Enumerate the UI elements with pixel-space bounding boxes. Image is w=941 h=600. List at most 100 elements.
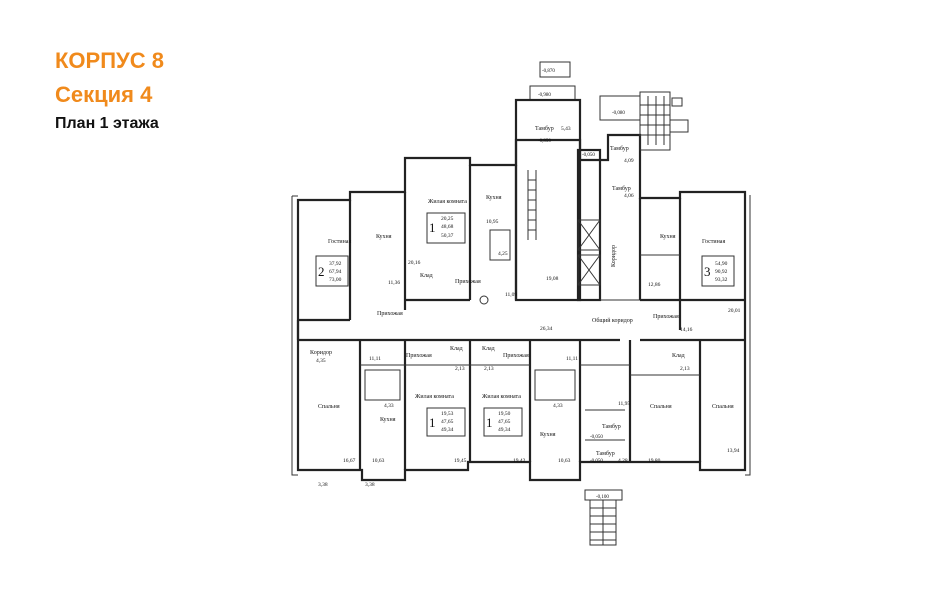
core xyxy=(514,61,689,302)
room-label: Спальня xyxy=(712,404,734,410)
svg-text:-0,980: -0,980 xyxy=(538,93,551,98)
svg-text:19,42: 19,42 xyxy=(513,458,526,464)
svg-text:47,65: 47,65 xyxy=(441,419,454,425)
section-title: Секция 4 xyxy=(55,82,153,107)
svg-text:13,94: 13,94 xyxy=(727,448,740,454)
svg-text:50,37: 50,37 xyxy=(441,233,454,239)
svg-text:37,92: 37,92 xyxy=(329,261,342,267)
svg-text:90,92: 90,92 xyxy=(715,269,728,275)
svg-text:-0,850: -0,850 xyxy=(538,139,551,144)
svg-text:11,09: 11,09 xyxy=(505,292,517,298)
svg-text:-0,080: -0,080 xyxy=(612,111,625,116)
room-label: Коридор xyxy=(310,350,332,356)
svg-text:48,68: 48,68 xyxy=(441,224,454,230)
room-label: Кухня xyxy=(660,234,676,240)
outer-walls xyxy=(291,133,751,482)
svg-text:12,86: 12,86 xyxy=(648,282,661,288)
svg-text:3: 3 xyxy=(704,264,711,279)
svg-text:67,94: 67,94 xyxy=(329,269,342,275)
interior-walls xyxy=(296,165,745,470)
room-label: Жилая комната xyxy=(428,199,467,205)
room-label: Кухня xyxy=(376,234,392,240)
svg-text:47,65: 47,65 xyxy=(498,419,511,425)
svg-text:1: 1 xyxy=(429,220,436,235)
section-marker xyxy=(479,295,489,305)
svg-text:4,06: 4,06 xyxy=(624,193,634,199)
apartment-a1-bottom-left: 1 19,53 47,65 49,34 xyxy=(426,407,466,437)
svg-text:11,11: 11,11 xyxy=(369,356,381,362)
room-label: Коридор xyxy=(611,245,617,267)
apartment-a2: 2 37,92 67,94 73,00 xyxy=(315,255,349,287)
svg-text:-0,050: -0,050 xyxy=(590,459,603,464)
room-label: Жилая комната xyxy=(415,394,454,400)
room-label: Кухня xyxy=(486,195,502,201)
room-label: Тамбур xyxy=(610,145,629,152)
svg-text:4,33: 4,33 xyxy=(553,403,563,409)
apartment-a1-bottom-right: 1 19,50 47,65 49,34 xyxy=(483,407,523,437)
room-label: Спальня xyxy=(650,404,672,410)
room-label: Клад xyxy=(450,346,463,352)
svg-text:11,95: 11,95 xyxy=(618,401,630,407)
svg-text:4,35: 4,35 xyxy=(316,358,326,364)
room-label: Прихожая xyxy=(503,353,529,359)
svg-text:16,67: 16,67 xyxy=(343,458,356,464)
svg-text:49,34: 49,34 xyxy=(498,427,511,433)
svg-text:3,38: 3,38 xyxy=(318,482,328,488)
room-label: Прихожая xyxy=(653,314,679,320)
room-label: Кухня xyxy=(380,417,396,423)
svg-text:2,13: 2,13 xyxy=(455,366,465,372)
svg-text:1: 1 xyxy=(486,415,493,430)
svg-text:20,25: 20,25 xyxy=(441,216,454,222)
svg-text:20,16: 20,16 xyxy=(408,260,421,266)
svg-text:2: 2 xyxy=(318,264,325,279)
svg-text:11,36: 11,36 xyxy=(388,280,400,286)
svg-text:-0,100: -0,100 xyxy=(596,495,609,500)
room-label: Тамбур xyxy=(535,125,554,132)
elevation-marks: -0,870 -0,980 -0,850 -0,050 -0,080 -0,10… xyxy=(538,69,625,500)
svg-text:10,63: 10,63 xyxy=(372,458,385,464)
svg-text:-0,050: -0,050 xyxy=(582,153,595,158)
svg-text:1: 1 xyxy=(429,415,436,430)
svg-text:4,25: 4,25 xyxy=(498,251,508,257)
svg-text:19,80: 19,80 xyxy=(648,458,661,464)
room-label: Жилая комната xyxy=(482,394,521,400)
room-label: Общий коридор xyxy=(592,317,633,324)
svg-text:4,28: 4,28 xyxy=(618,458,628,464)
room-labels: Гостиная Кухня Жилая комната Кухня Прихо… xyxy=(310,125,734,457)
room-label: Тамбур xyxy=(596,450,615,457)
svg-text:2,13: 2,13 xyxy=(484,366,494,372)
svg-text:5,43: 5,43 xyxy=(561,126,571,132)
room-label: Прихожая xyxy=(406,353,432,359)
svg-text:19,53: 19,53 xyxy=(441,411,454,417)
svg-text:4,33: 4,33 xyxy=(384,403,394,409)
svg-text:3,38: 3,38 xyxy=(365,482,375,488)
svg-text:49,34: 49,34 xyxy=(441,427,454,433)
svg-text:73,00: 73,00 xyxy=(329,277,342,283)
svg-text:10,63: 10,63 xyxy=(558,458,571,464)
svg-text:54,90: 54,90 xyxy=(715,261,728,267)
room-label: Прихожая xyxy=(455,279,481,285)
svg-text:19,50: 19,50 xyxy=(498,411,511,417)
svg-text:-0,870: -0,870 xyxy=(542,69,555,74)
svg-text:93,32: 93,32 xyxy=(715,277,728,283)
room-label: Тамбур xyxy=(612,185,631,192)
room-label: Гостиная xyxy=(702,239,725,245)
room-label: Клад xyxy=(672,353,685,359)
svg-text:19,45: 19,45 xyxy=(454,458,467,464)
plan-title: План 1 этажа xyxy=(55,115,159,132)
room-label: Клад xyxy=(420,273,433,279)
room-label: Клад xyxy=(482,346,495,352)
svg-text:2,13: 2,13 xyxy=(680,366,690,372)
svg-text:14,16: 14,16 xyxy=(680,327,693,333)
apartment-a3: 3 54,90 90,92 93,32 xyxy=(701,255,735,287)
room-label: Кухня xyxy=(540,432,556,438)
entrance-stairs xyxy=(584,489,623,546)
room-label: Тамбур xyxy=(602,423,621,430)
room-label: Спальня xyxy=(318,404,340,410)
room-label: Гостиная xyxy=(328,239,351,245)
svg-text:19,08: 19,08 xyxy=(546,276,559,282)
svg-text:10,95: 10,95 xyxy=(486,219,499,225)
svg-text:20,01: 20,01 xyxy=(728,308,741,314)
svg-text:26,34: 26,34 xyxy=(540,326,553,332)
